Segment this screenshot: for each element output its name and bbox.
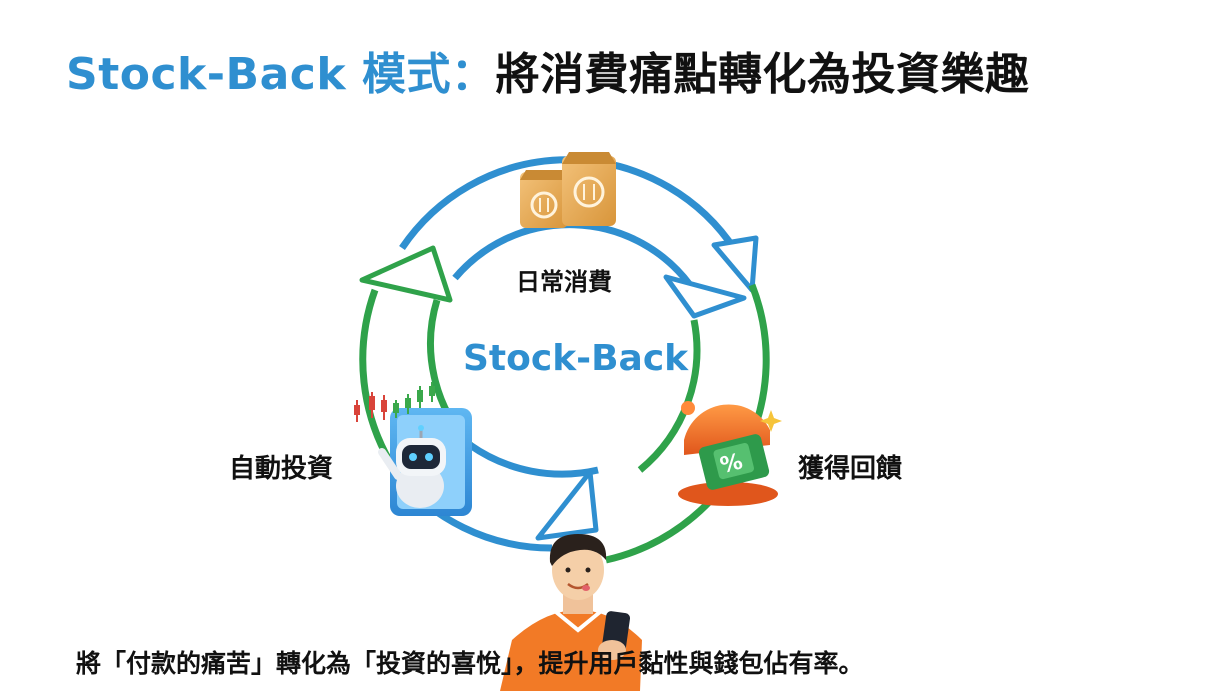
step-label-daily-spending: 日常消費: [516, 262, 612, 297]
footer-caption: 將「付款的痛苦」轉化為「投資的喜悅」，提升用戶黏性與錢包佔有率。: [76, 644, 864, 680]
step-label-auto-invest: 自動投資: [229, 448, 333, 485]
cashback-coupon-icon: %: [678, 401, 782, 506]
cycle-center-label: Stock-Back: [463, 338, 688, 379]
robot-trading-icon: [354, 382, 472, 516]
step-label-get-rewards: 獲得回饋: [798, 448, 902, 485]
